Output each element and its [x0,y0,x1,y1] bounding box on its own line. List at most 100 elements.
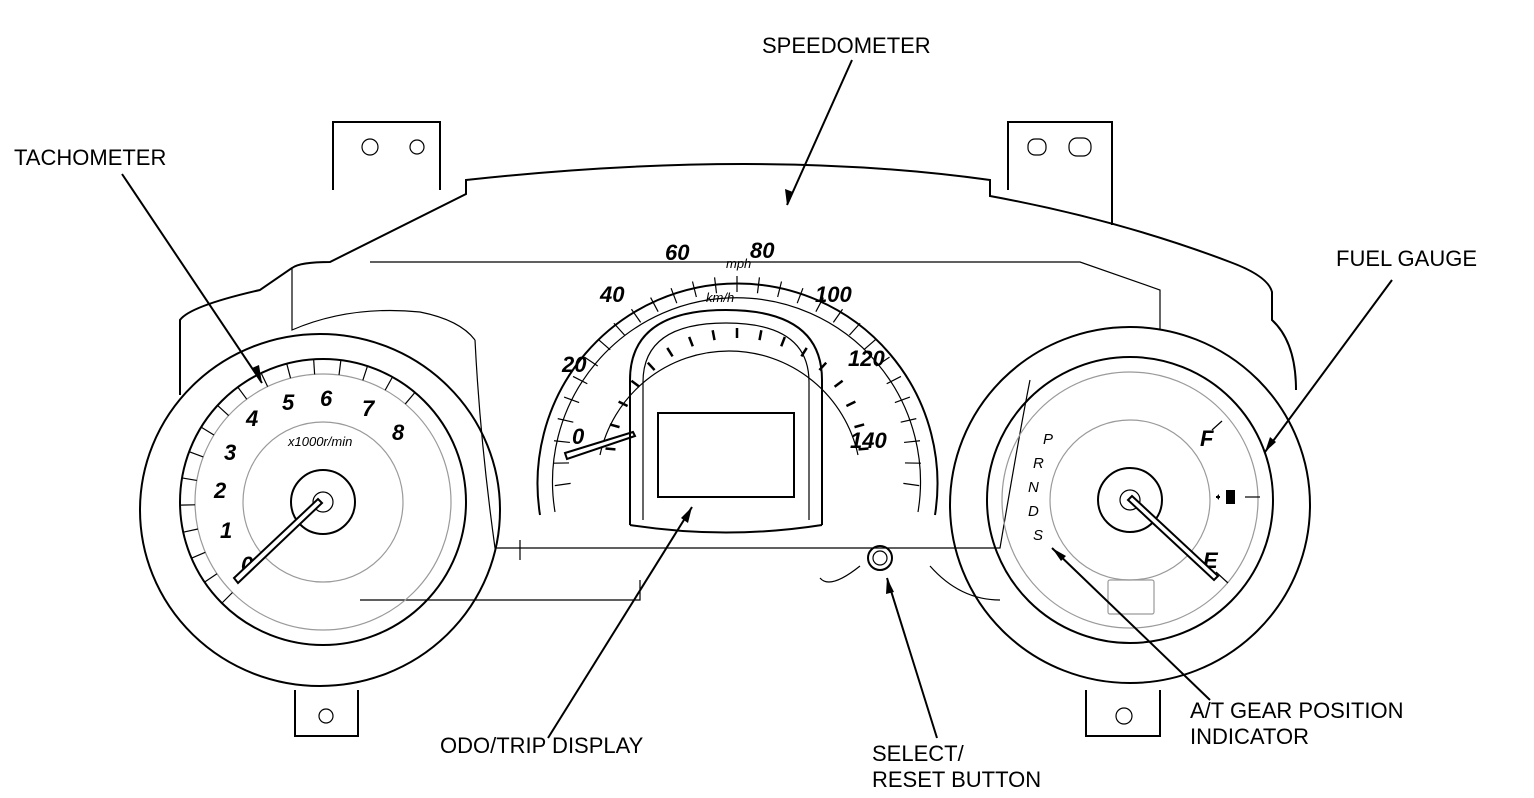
speed-tick [557,418,574,423]
odo-trip-callout: ODO/TRIP DISPLAY [440,733,644,758]
speed-label-40: 40 [599,282,625,307]
tach-tick [204,573,218,583]
speed-tick [903,482,920,487]
speed-tick [863,338,877,351]
tach-label-1: 1 [220,518,232,543]
kmh-tick [609,423,620,429]
speed-tick [756,277,761,294]
tach-tick [221,592,233,604]
speed-tick [630,308,642,323]
gear-indicator-callout-line2: INDICATOR [1190,724,1309,749]
tach-tick [181,477,197,482]
speed-tick [900,418,917,423]
gear-p: P [1043,431,1053,448]
tach-tick [183,528,199,533]
speed-tick [777,281,783,298]
kmh-tick [630,379,641,388]
kmh-tick [858,447,869,451]
gear-r: R [1033,455,1044,472]
speed-tick [832,308,844,323]
speed-tick [584,356,599,367]
speed-label-100: 100 [815,282,852,307]
speed-tick [894,396,911,404]
kmh-tick [780,336,787,347]
select-reset-button[interactable] [867,545,893,571]
speed-tick [886,375,902,385]
kmh-tick [666,347,674,358]
speed-tick [597,338,611,351]
tach-label-6: 6 [320,386,333,411]
kmh-tick [711,330,716,341]
tach-tick [384,376,393,391]
gear-indicator-callout-line1: A/T GEAR POSITION [1190,698,1404,723]
fuel-needle [1126,494,1220,582]
speed-label-0: 0 [572,424,585,449]
speed-tick [670,288,678,304]
tach-tick [188,451,204,458]
tach-tick [191,551,206,559]
speed-label-80: 80 [750,238,775,263]
fuel-gauge-callout: FUEL GAUGE [1336,246,1477,271]
speed-tick [904,440,921,444]
speed-tick [815,297,824,312]
kmh-tick [605,447,616,451]
speed-tick [848,322,861,336]
tach-label-4: 4 [245,406,258,431]
gear-n: N [1028,479,1039,496]
speedometer-unit-mph: mph [726,256,751,271]
kmh-tick [845,400,856,408]
fuel-pump-icon [1216,490,1235,504]
speed-label-60: 60 [665,240,690,265]
tach-label-5: 5 [282,390,295,415]
tach-label-7: 7 [362,396,376,421]
tach-label-8: 8 [392,420,405,445]
kmh-tick [687,336,694,347]
kmh-tick [618,400,629,408]
speed-tick [563,396,580,404]
speed-label-120: 120 [848,346,885,371]
tach-tick [404,392,416,405]
tach-tick [260,372,269,387]
speed-tick [713,277,718,294]
bottom-right-bracket [1085,690,1161,737]
speedometer-callout: SPEEDOMETER [762,33,931,58]
tach-tick [237,386,248,400]
tachometer-gauge: x1000r/min 0 1 2 3 4 5 6 7 8 [139,333,501,687]
kmh-tick [758,330,763,341]
speed-tick [613,322,626,336]
gear-d: D [1028,503,1039,520]
kmh-tick [854,423,865,429]
tachometer-needle [232,497,324,585]
tachometer-unit: x1000r/min [287,434,352,449]
bottom-left-bracket [294,690,359,737]
gear-s: S [1033,527,1043,544]
speed-tick [572,375,588,385]
select-reset-callout-line1: SELECT/ [872,741,965,766]
speed-tick [875,356,890,367]
odo-trip-display [629,308,823,534]
speed-tick [691,281,697,298]
speed-label-20: 20 [561,352,587,377]
kmh-tick [833,379,844,388]
fuel-gauge: F E P R N D S [949,326,1311,684]
cluster-housing [179,163,1297,601]
tachometer-callout: TACHOMETER [14,145,166,170]
kmh-tick [646,361,656,371]
top-left-bracket [332,121,441,190]
tach-label-2: 2 [213,478,227,503]
top-right-bracket [1007,121,1113,225]
speed-label-140: 140 [850,428,887,453]
speed-tick [554,482,571,487]
tach-tick [286,363,292,379]
tach-tick [362,365,369,381]
speed-tick [553,440,570,444]
tach-tick [217,404,230,416]
speed-tick [796,288,804,304]
speed-tick [650,297,659,312]
speedometer-gauge: mph km/h 0 20 40 60 80 100 120 140 [536,238,939,516]
tach-tick [313,359,316,375]
tach-tick [338,360,342,376]
fuel-full-label: F [1200,426,1214,451]
